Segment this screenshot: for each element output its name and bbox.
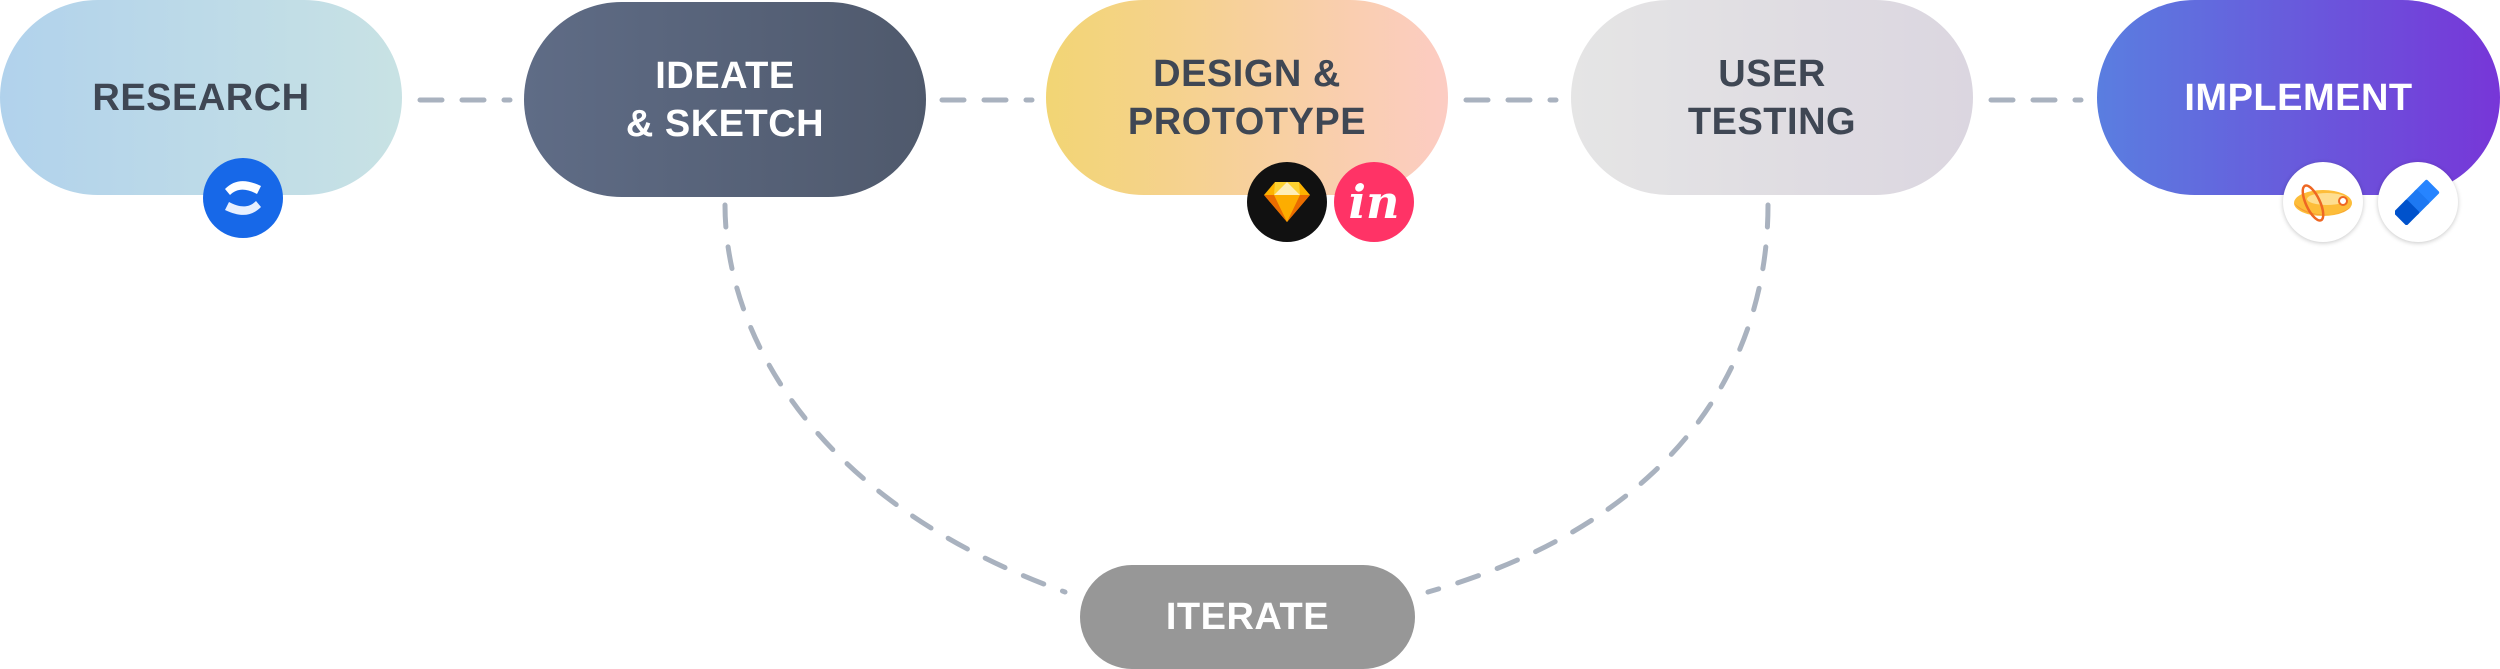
confluence-icon [203,158,283,238]
step-user-testing: USER TESTING [1571,0,1973,195]
iterate-loop-right-arc [1425,202,1771,595]
zeplin-icon [2283,162,2363,242]
iterate-loop-label: ITERATE [1080,565,1415,669]
step-design: DESIGN & PROTOTYPE [1046,0,1448,195]
invision-glyph: in [1348,175,1400,229]
step-ideate: IDEATE & SKETCH [524,2,926,197]
step-label-line: TESTING [1687,100,1857,143]
invision-icon: in [1334,162,1414,242]
step-label-line: IDEATE [655,54,795,97]
jira-icon [2378,162,2458,242]
step-user-testing-label: USER TESTING [1688,50,1856,146]
step-research: RESEARCH [0,0,402,195]
step-implement: IMPLEMENT [2097,0,2500,195]
step-label-line: IMPLEMENT [2184,76,2413,119]
iterate-label-text: ITERATE [1165,596,1330,638]
step-label-line: RESEARCH [92,76,310,119]
step-label-line: & SKETCH [625,102,825,145]
step-implement-label: IMPLEMENT [2184,74,2412,122]
step-label-line: DESIGN & [1153,52,1341,95]
sketch-icon [1247,162,1327,242]
step-ideate-label: IDEATE & SKETCH [626,52,824,148]
step-research-label: RESEARCH [92,74,309,122]
step-design-label: DESIGN & PROTOTYPE [1128,50,1366,146]
iterate-loop-left-arc [722,202,1068,595]
step-label-line: USER [1718,52,1826,95]
step-label-line: PROTOTYPE [1127,100,1367,143]
